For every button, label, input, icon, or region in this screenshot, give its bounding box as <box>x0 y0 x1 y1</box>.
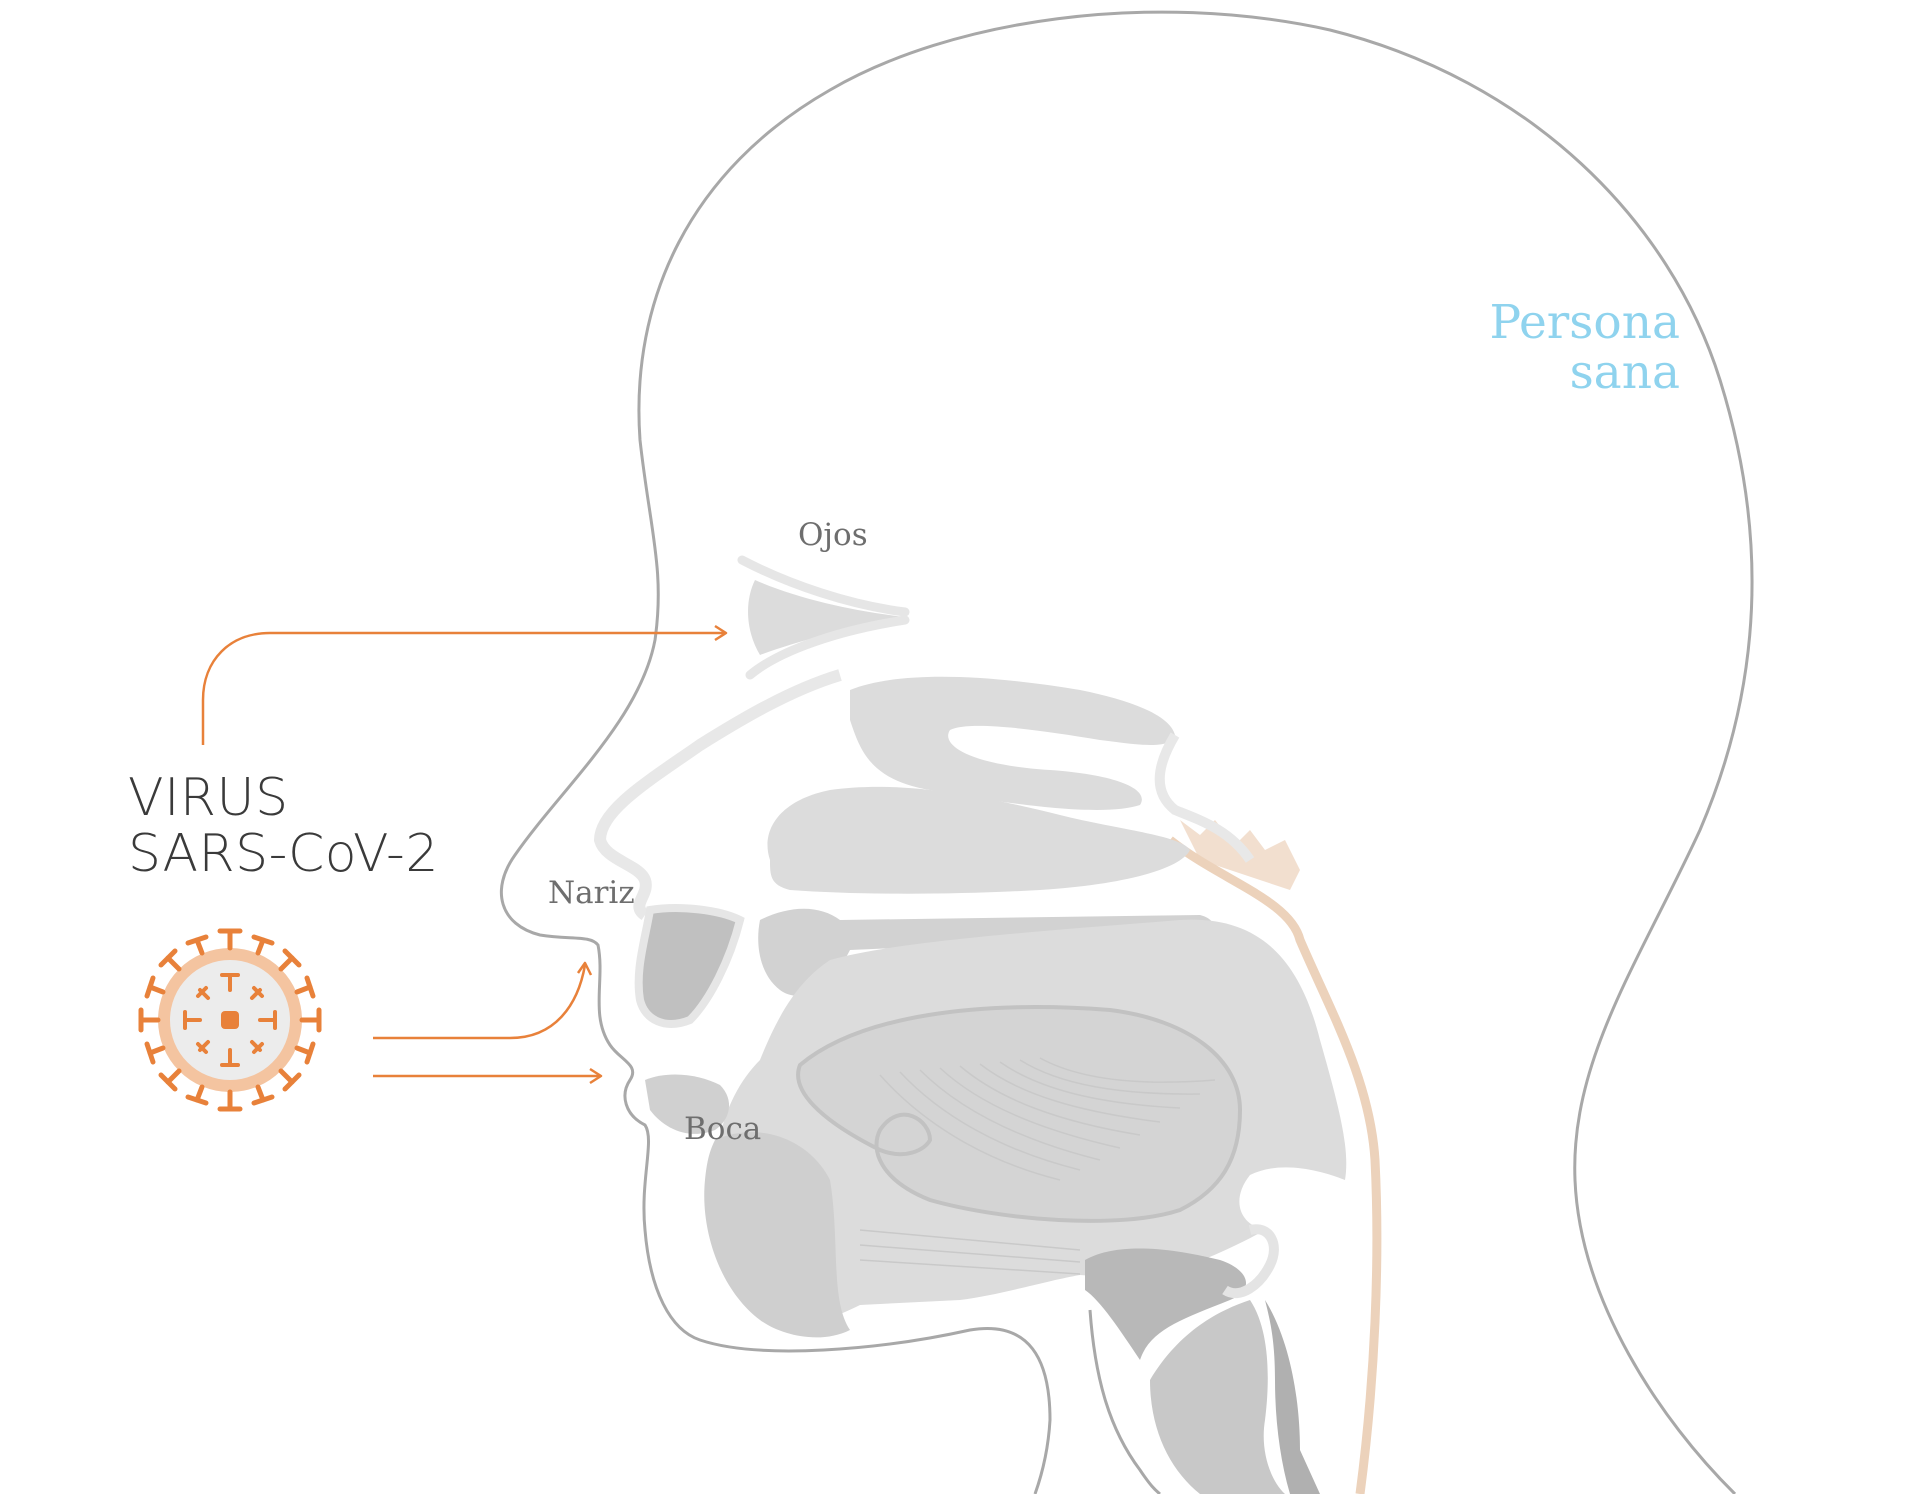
arrow-to-eyes <box>201 624 728 745</box>
eyelid-lower <box>745 615 910 680</box>
virus-title-line1: VIRUS <box>128 768 289 828</box>
eyes-label: Ojos <box>798 517 868 553</box>
tongue-muscle-lines <box>859 1057 1216 1275</box>
nasal-turbinate-upper <box>850 676 1175 810</box>
person-label-line2: sana <box>1569 345 1680 400</box>
epiglottis <box>1085 1248 1247 1360</box>
lower-jaw <box>704 1132 850 1338</box>
esophagus <box>1265 1300 1320 1494</box>
healthy-person-label: Persona sana <box>1489 298 1680 398</box>
coronavirus-icon <box>138 928 322 1112</box>
throat-outline <box>1088 1309 1161 1496</box>
spinal-cord <box>1167 836 1382 1495</box>
upper-lip <box>645 1074 730 1134</box>
nostril <box>634 904 745 1028</box>
head-outline <box>499 10 1754 1496</box>
nasal-turbinate-lower <box>767 786 1190 894</box>
arrow-to-mouth <box>373 1067 603 1085</box>
nasal-outline <box>593 669 842 920</box>
person-label-line1: Persona <box>1489 295 1680 350</box>
mouth-label: Boca <box>684 1111 762 1147</box>
eye-shape <box>748 580 905 655</box>
nose-label: Nariz <box>548 875 635 911</box>
tongue <box>796 1005 1243 1223</box>
nasal-passage-line <box>1154 732 1255 863</box>
virus-title-line2: SARS-CoV-2 <box>128 824 439 884</box>
arrow-to-nose <box>373 961 593 1040</box>
spine-vertebrae <box>1180 820 1300 890</box>
eyelid-upper <box>737 555 910 617</box>
hyoid-loop <box>1222 1224 1279 1299</box>
larynx <box>1150 1300 1285 1494</box>
virus-title: VIRUS SARS-CoV-2 <box>128 770 439 882</box>
